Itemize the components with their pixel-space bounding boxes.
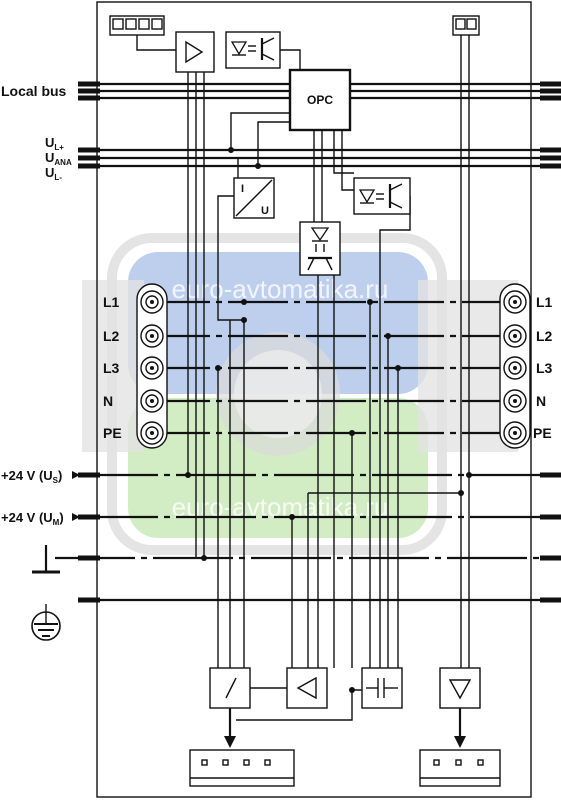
phase-labels-right: L1 L2 L3 N PE (533, 294, 553, 441)
vertical-wiring (136, 35, 470, 668)
ul-plus-label: UL+ (45, 135, 64, 152)
optocoupler-right-block (353, 177, 411, 215)
module-frame (96, 1, 532, 798)
bottom-left-connector-icon (189, 749, 295, 787)
optocoupler-middle-block (299, 221, 341, 276)
phase-label-right-pe: PE (533, 425, 552, 441)
phase-label-left-l2: L2 (103, 328, 120, 344)
top-right-connector-icon (452, 15, 480, 36)
amplifier-down-block (439, 667, 481, 709)
phase-labels-left: L1 L2 L3 N PE (103, 294, 122, 441)
junction-dots (185, 147, 472, 693)
phase-label-left-n: N (103, 393, 113, 409)
supply-um-label: +24 V (UM) (1, 510, 64, 527)
optocoupler-top-block (225, 31, 281, 69)
bottom-right-connector-icon (419, 749, 501, 787)
iu-converter-block: I U (233, 177, 275, 219)
local-bus-label: Local bus (1, 83, 67, 99)
switch-block (209, 667, 251, 709)
ul-minus-label: UL- (45, 165, 62, 182)
output-arrows (224, 708, 466, 748)
capacitor-return-wire (236, 689, 362, 721)
uana-label: UANA (45, 150, 72, 167)
amplifier-bottom-block (286, 667, 328, 709)
left-terminal-block (136, 283, 168, 449)
ground-icon (32, 545, 60, 574)
amplifier-block (175, 31, 215, 73)
converter-u-label: U (261, 205, 269, 217)
phase-label-left-l1: L1 (103, 294, 120, 310)
um-arrow-icon (72, 513, 80, 521)
supply-us-label: +24 V (US) (1, 468, 62, 485)
phase-label-right-l3: L3 (536, 360, 553, 376)
supply-bus-lines (78, 147, 561, 169)
top-left-connector-icon (109, 15, 165, 36)
phase-label-right-n: N (536, 393, 546, 409)
opc-label: OPC (307, 93, 333, 107)
phase-label-right-l1: L1 (536, 294, 553, 310)
capacitor-block (361, 667, 403, 709)
watermark-text-top: euro-avtomatika.ru (172, 274, 389, 304)
phase-label-left-l3: L3 (103, 360, 120, 376)
us-arrow-icon (72, 471, 80, 479)
converter-i-label: I (241, 183, 244, 195)
opto-to-opc-wire (280, 49, 301, 70)
phase-label-right-l2: L2 (536, 328, 553, 344)
right-terminal-block (499, 283, 531, 449)
opc-block: OPC (288, 68, 352, 132)
phase-label-left-pe: PE (103, 425, 122, 441)
protective-earth-icon (31, 604, 61, 641)
